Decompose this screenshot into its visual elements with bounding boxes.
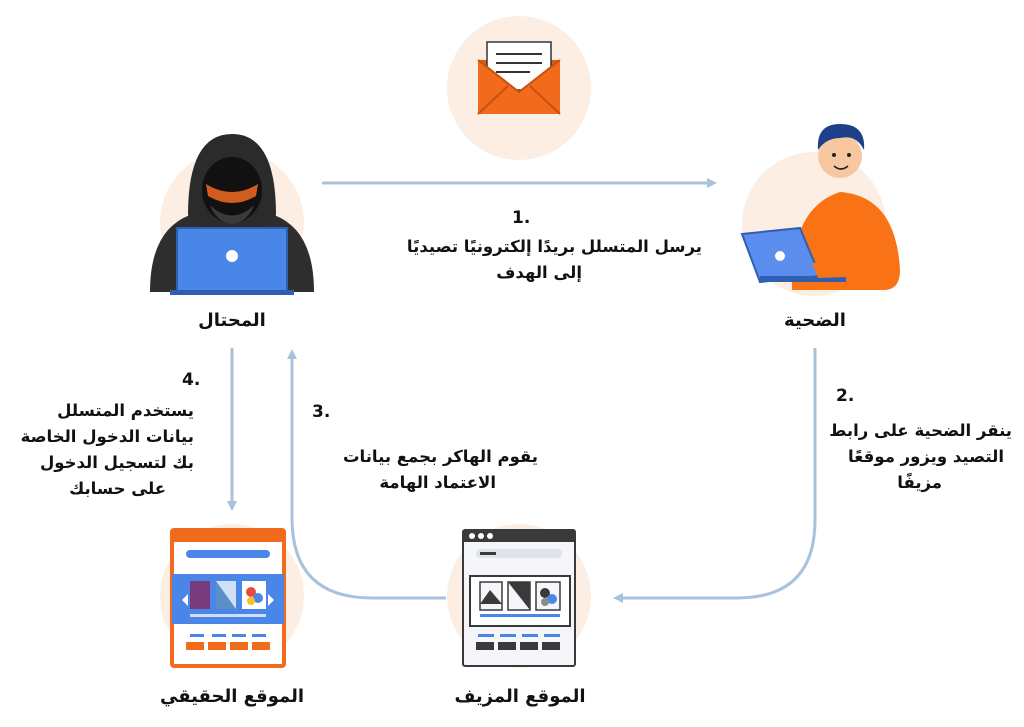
step-4-line-1: يستخدم المتسلل (57, 401, 194, 420)
step-1-line-1: يرسل المتسلل بريدًا إلكترونيًا تصيديًا (406, 237, 702, 256)
step-1-number: 1. (512, 208, 531, 228)
step-3-line-2: الاعتماد الهامة (379, 473, 496, 492)
step-4-number: 4. (182, 370, 201, 390)
step-3-line-1: يقوم الهاكر بجمع بيانات (342, 447, 538, 466)
step-2-line-3: مزيفًا (897, 473, 942, 492)
step-3-number: 3. (312, 402, 331, 422)
fake-site-label: الموقع المزيف (454, 686, 586, 707)
step-2-line-1: ينقر الضحية على رابط (829, 421, 1012, 440)
hacker-icon (150, 134, 314, 295)
arrow-step-2 (613, 348, 817, 603)
step-1-line-2: إلى الهدف (496, 263, 582, 282)
real-site-label: الموقع الحقيقي (160, 686, 304, 707)
victim-icon (740, 124, 900, 290)
envelope-icon (477, 41, 561, 115)
attacker-label: المحتال (198, 310, 266, 331)
step-2-line-2: التصيد ويزور موقعًا (848, 447, 1004, 466)
victim-label: الضحية (784, 310, 846, 331)
step-4-line-3: بك لتسجيل الدخول (39, 453, 194, 472)
arrow-step-3 (287, 349, 446, 600)
step-2-number: 2. (836, 386, 855, 406)
fake-website-icon (462, 529, 576, 667)
real-website-icon (170, 528, 286, 668)
step-4-line-4: على حسابك (69, 479, 166, 498)
step-4-line-2: بيانات الدخول الخاصة (20, 427, 194, 446)
